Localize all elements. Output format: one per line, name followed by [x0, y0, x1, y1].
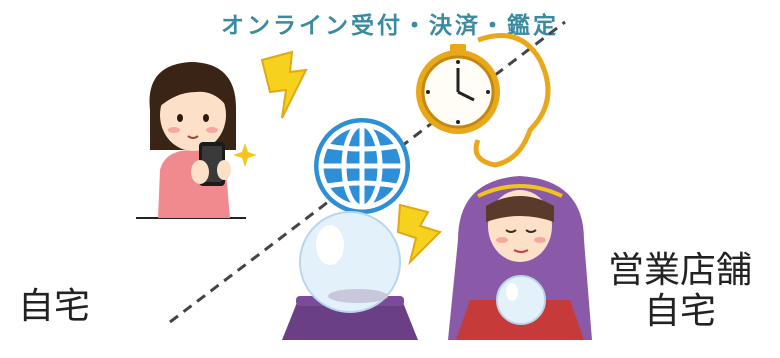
sparkle-icon	[233, 143, 257, 167]
label-home-right: 自宅	[644, 291, 717, 333]
crystal-ball-icon	[282, 211, 418, 340]
lightning-icon	[396, 203, 442, 266]
fortune-teller-icon	[448, 176, 592, 340]
lightning-icon	[260, 50, 308, 119]
label-home: 自宅	[18, 286, 91, 327]
label-store: 営業店舗	[608, 250, 753, 291]
pocket-watch-icon	[416, 33, 551, 168]
globe-icon	[314, 118, 410, 214]
woman-smartphone-icon	[149, 62, 236, 218]
dashed-divider-line	[169, 20, 566, 324]
label-store-home: 営業店舗 自宅	[608, 250, 752, 333]
